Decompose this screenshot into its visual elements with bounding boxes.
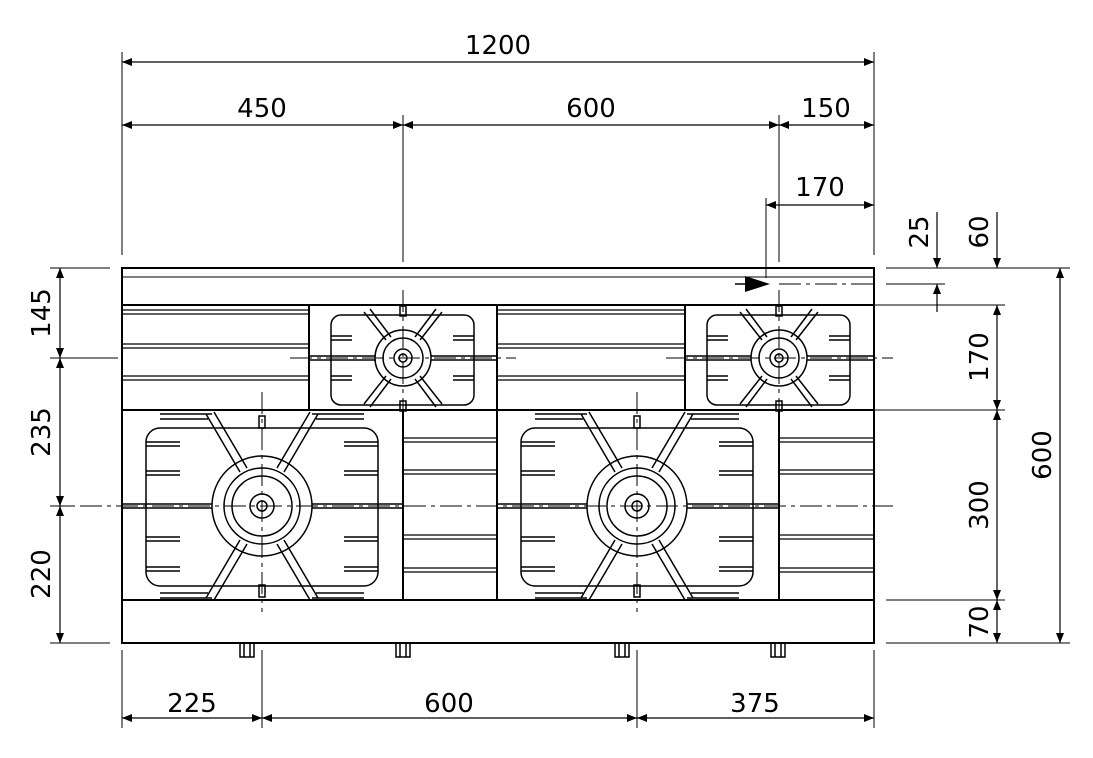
- dim-top-right-170: 170: [795, 173, 845, 203]
- dim-bottom-225: 225: [167, 689, 217, 719]
- dimension-lines: [56, 58, 1064, 722]
- flat-panel-bottom-right: [779, 437, 874, 573]
- dim-top-right-150: 150: [801, 94, 851, 124]
- feet: [239, 642, 786, 658]
- dim-right-60: 60: [965, 215, 995, 248]
- dim-overall-width: 1200: [465, 31, 531, 61]
- dim-right-70: 70: [965, 605, 995, 638]
- pointer-arrow: [735, 276, 770, 292]
- dim-left-220: 220: [27, 549, 57, 599]
- flat-panel-top-left: [122, 309, 309, 381]
- flat-panel-top-mid: [497, 309, 685, 381]
- dim-bottom-600: 600: [424, 689, 474, 719]
- dim-left-145: 145: [27, 288, 57, 338]
- flat-panel-bottom-mid: [403, 437, 497, 573]
- dim-right-300: 300: [965, 480, 995, 530]
- extension-lines: [50, 52, 1070, 728]
- dim-right-25: 25: [905, 215, 935, 248]
- dim-bottom-375: 375: [730, 689, 780, 719]
- dim-right-total-600: 600: [1028, 430, 1058, 480]
- dim-top-mid-600: 600: [566, 94, 616, 124]
- dim-left-235: 235: [27, 407, 57, 457]
- center-lines: [80, 283, 893, 612]
- dim-right-170: 170: [965, 332, 995, 382]
- dim-top-left-450: 450: [237, 94, 287, 124]
